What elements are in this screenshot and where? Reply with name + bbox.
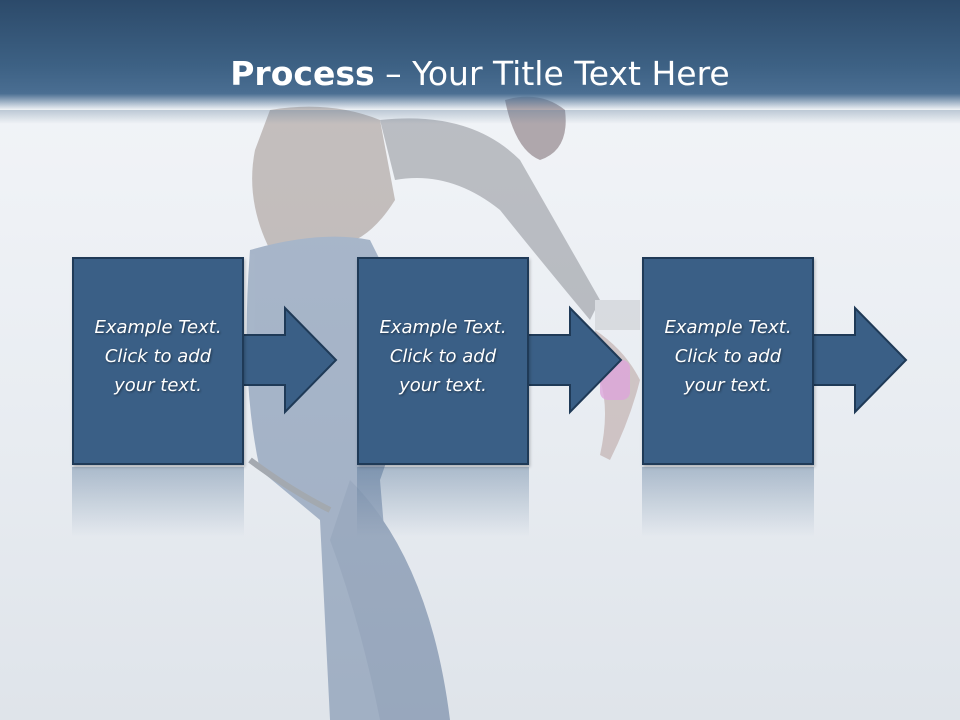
step-3-reflection [642, 467, 814, 537]
step-1-arrow-icon [230, 305, 338, 415]
step-3-line-1: Example Text. [664, 316, 792, 338]
step-3-text[interactable]: Example Text. Click to add your text. [664, 313, 791, 400]
step-2-line-1: Example Text. [379, 316, 507, 338]
step-1-line-1: Example Text. [94, 316, 222, 338]
step-3-box[interactable]: Example Text. Click to add your text. [642, 257, 814, 465]
step-2-text[interactable]: Example Text. Click to add your text. [379, 313, 506, 400]
step-3-arrow-icon [800, 305, 908, 415]
step-1-line-2: Click to add [104, 345, 212, 367]
step-2-box[interactable]: Example Text. Click to add your text. [357, 257, 529, 465]
step-2-line-2: Click to add [389, 345, 497, 367]
step-1-reflection [72, 467, 244, 537]
step-3-line-3: your text. [684, 374, 772, 396]
step-1-line-3: your text. [114, 374, 202, 396]
step-1-text[interactable]: Example Text. Click to add your text. [94, 313, 221, 400]
title-rest: – Your Title Text Here [374, 54, 730, 93]
title-bar [0, 0, 960, 124]
step-1-box[interactable]: Example Text. Click to add your text. [72, 257, 244, 465]
title-bold: Process [230, 54, 375, 93]
step-3-line-2: Click to add [674, 345, 782, 367]
step-2-reflection [357, 467, 529, 537]
slide-title[interactable]: Process – Your Title Text Here [0, 52, 960, 96]
step-2-arrow-icon [515, 305, 623, 415]
step-2-line-3: your text. [399, 374, 487, 396]
